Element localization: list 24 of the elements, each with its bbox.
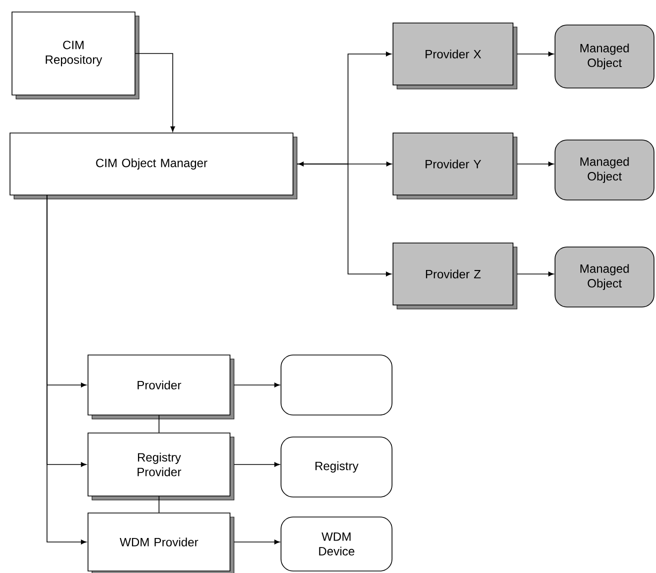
arrow: [234, 382, 280, 388]
object-box: Managed Object: [554, 246, 654, 308]
component-box: CIM Object Manager: [10, 132, 298, 200]
arrow: [296, 164, 392, 276]
arrow: [46, 194, 86, 544]
data-store-box: [280, 354, 392, 416]
component-box: WDM Provider: [88, 512, 234, 573]
component-box: Provider: [88, 354, 234, 420]
provider-box: Provider X: [392, 22, 518, 90]
data-store-box: WDM Device: [280, 516, 392, 572]
object-box: Managed Object: [554, 24, 654, 88]
arrow: [135, 53, 176, 132]
arrow: [298, 162, 392, 166]
arrow: [516, 272, 554, 276]
arrow: [234, 540, 280, 544]
data-store-box: Registry: [280, 436, 392, 498]
component-box: Registry Provider: [88, 432, 234, 500]
component-box: CIM Repository: [12, 12, 140, 100]
arrow: [234, 462, 280, 467]
provider-box: Provider Y: [392, 132, 518, 200]
arrow: [516, 52, 554, 56]
object-box: Managed Object: [554, 140, 654, 200]
arrow: [516, 162, 554, 166]
provider-box: Provider Z: [392, 242, 518, 310]
